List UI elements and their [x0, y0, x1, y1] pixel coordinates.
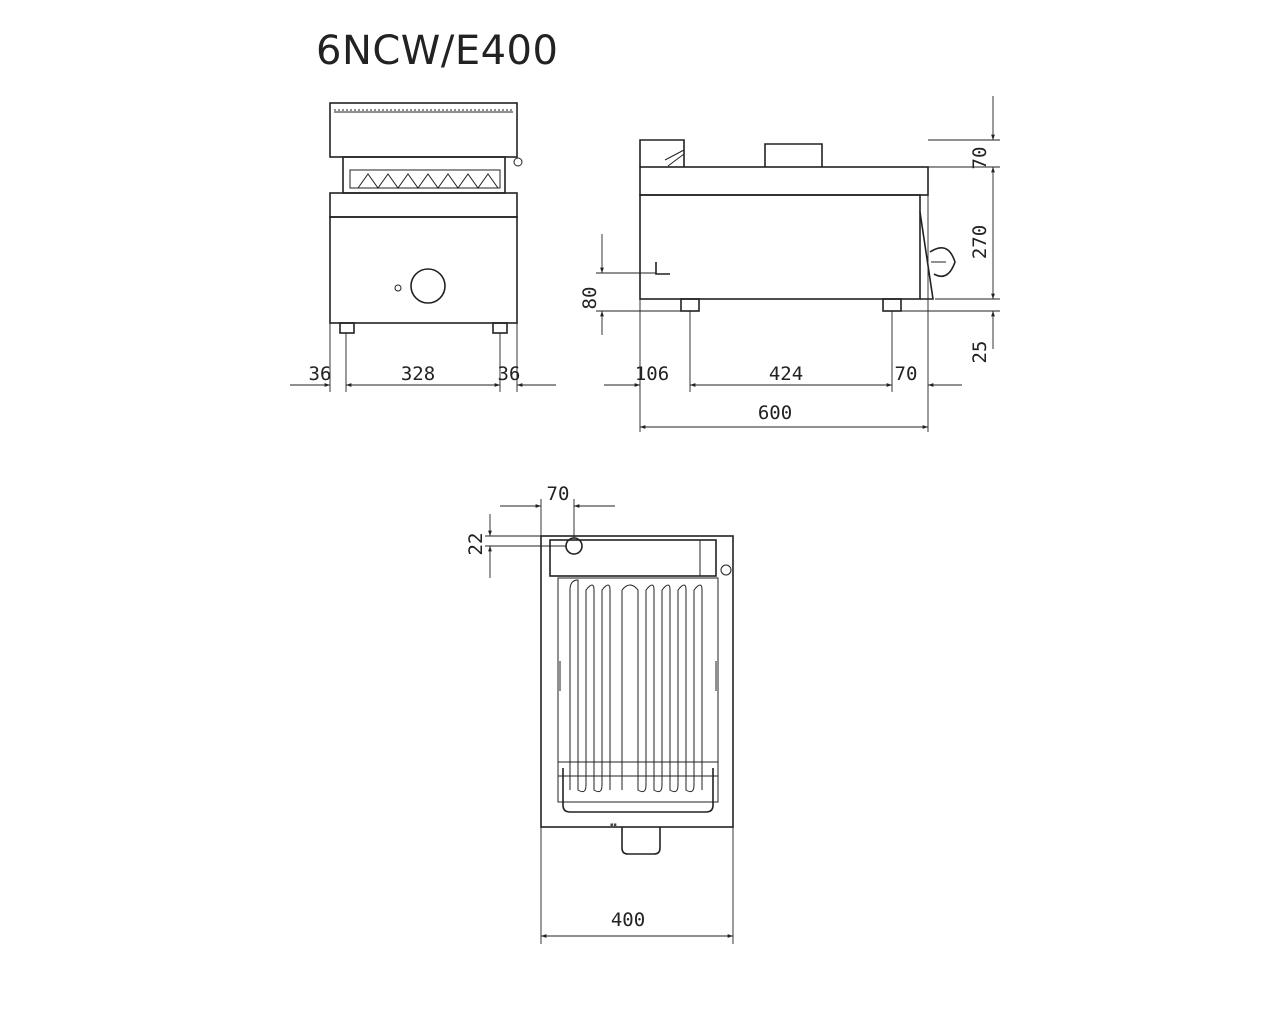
side-leg-offset-back-label: 70 [895, 363, 918, 385]
side-depth-label: 600 [758, 402, 792, 424]
side-leg-offset-front-label: 106 [635, 363, 669, 385]
side-connection-height-label: 80 [579, 287, 601, 310]
top-knob-offset-y-label: 22 [465, 533, 487, 556]
front-left-margin-label: 36 [309, 363, 332, 385]
front-view: 36 328 36 [290, 102, 556, 392]
side-body-height-label: 270 [969, 225, 991, 259]
side-leg-span-label: 424 [769, 363, 803, 385]
top-knob-offset-x-label: 70 [547, 483, 570, 505]
drain-mark: ▪▪ [610, 822, 617, 828]
side-leg-height-label: 25 [969, 341, 991, 364]
front-right-margin-label: 36 [498, 363, 521, 385]
top-view: ▪▪ 70 22 400 [465, 483, 734, 944]
page-title: 6NCW/E400 [316, 28, 559, 74]
top-width-label: 400 [611, 909, 645, 931]
side-top-height-label: 70 [969, 147, 991, 170]
front-width-label: 328 [401, 363, 435, 385]
side-view: 70 270 25 80 106 424 70 600 [579, 96, 1000, 432]
